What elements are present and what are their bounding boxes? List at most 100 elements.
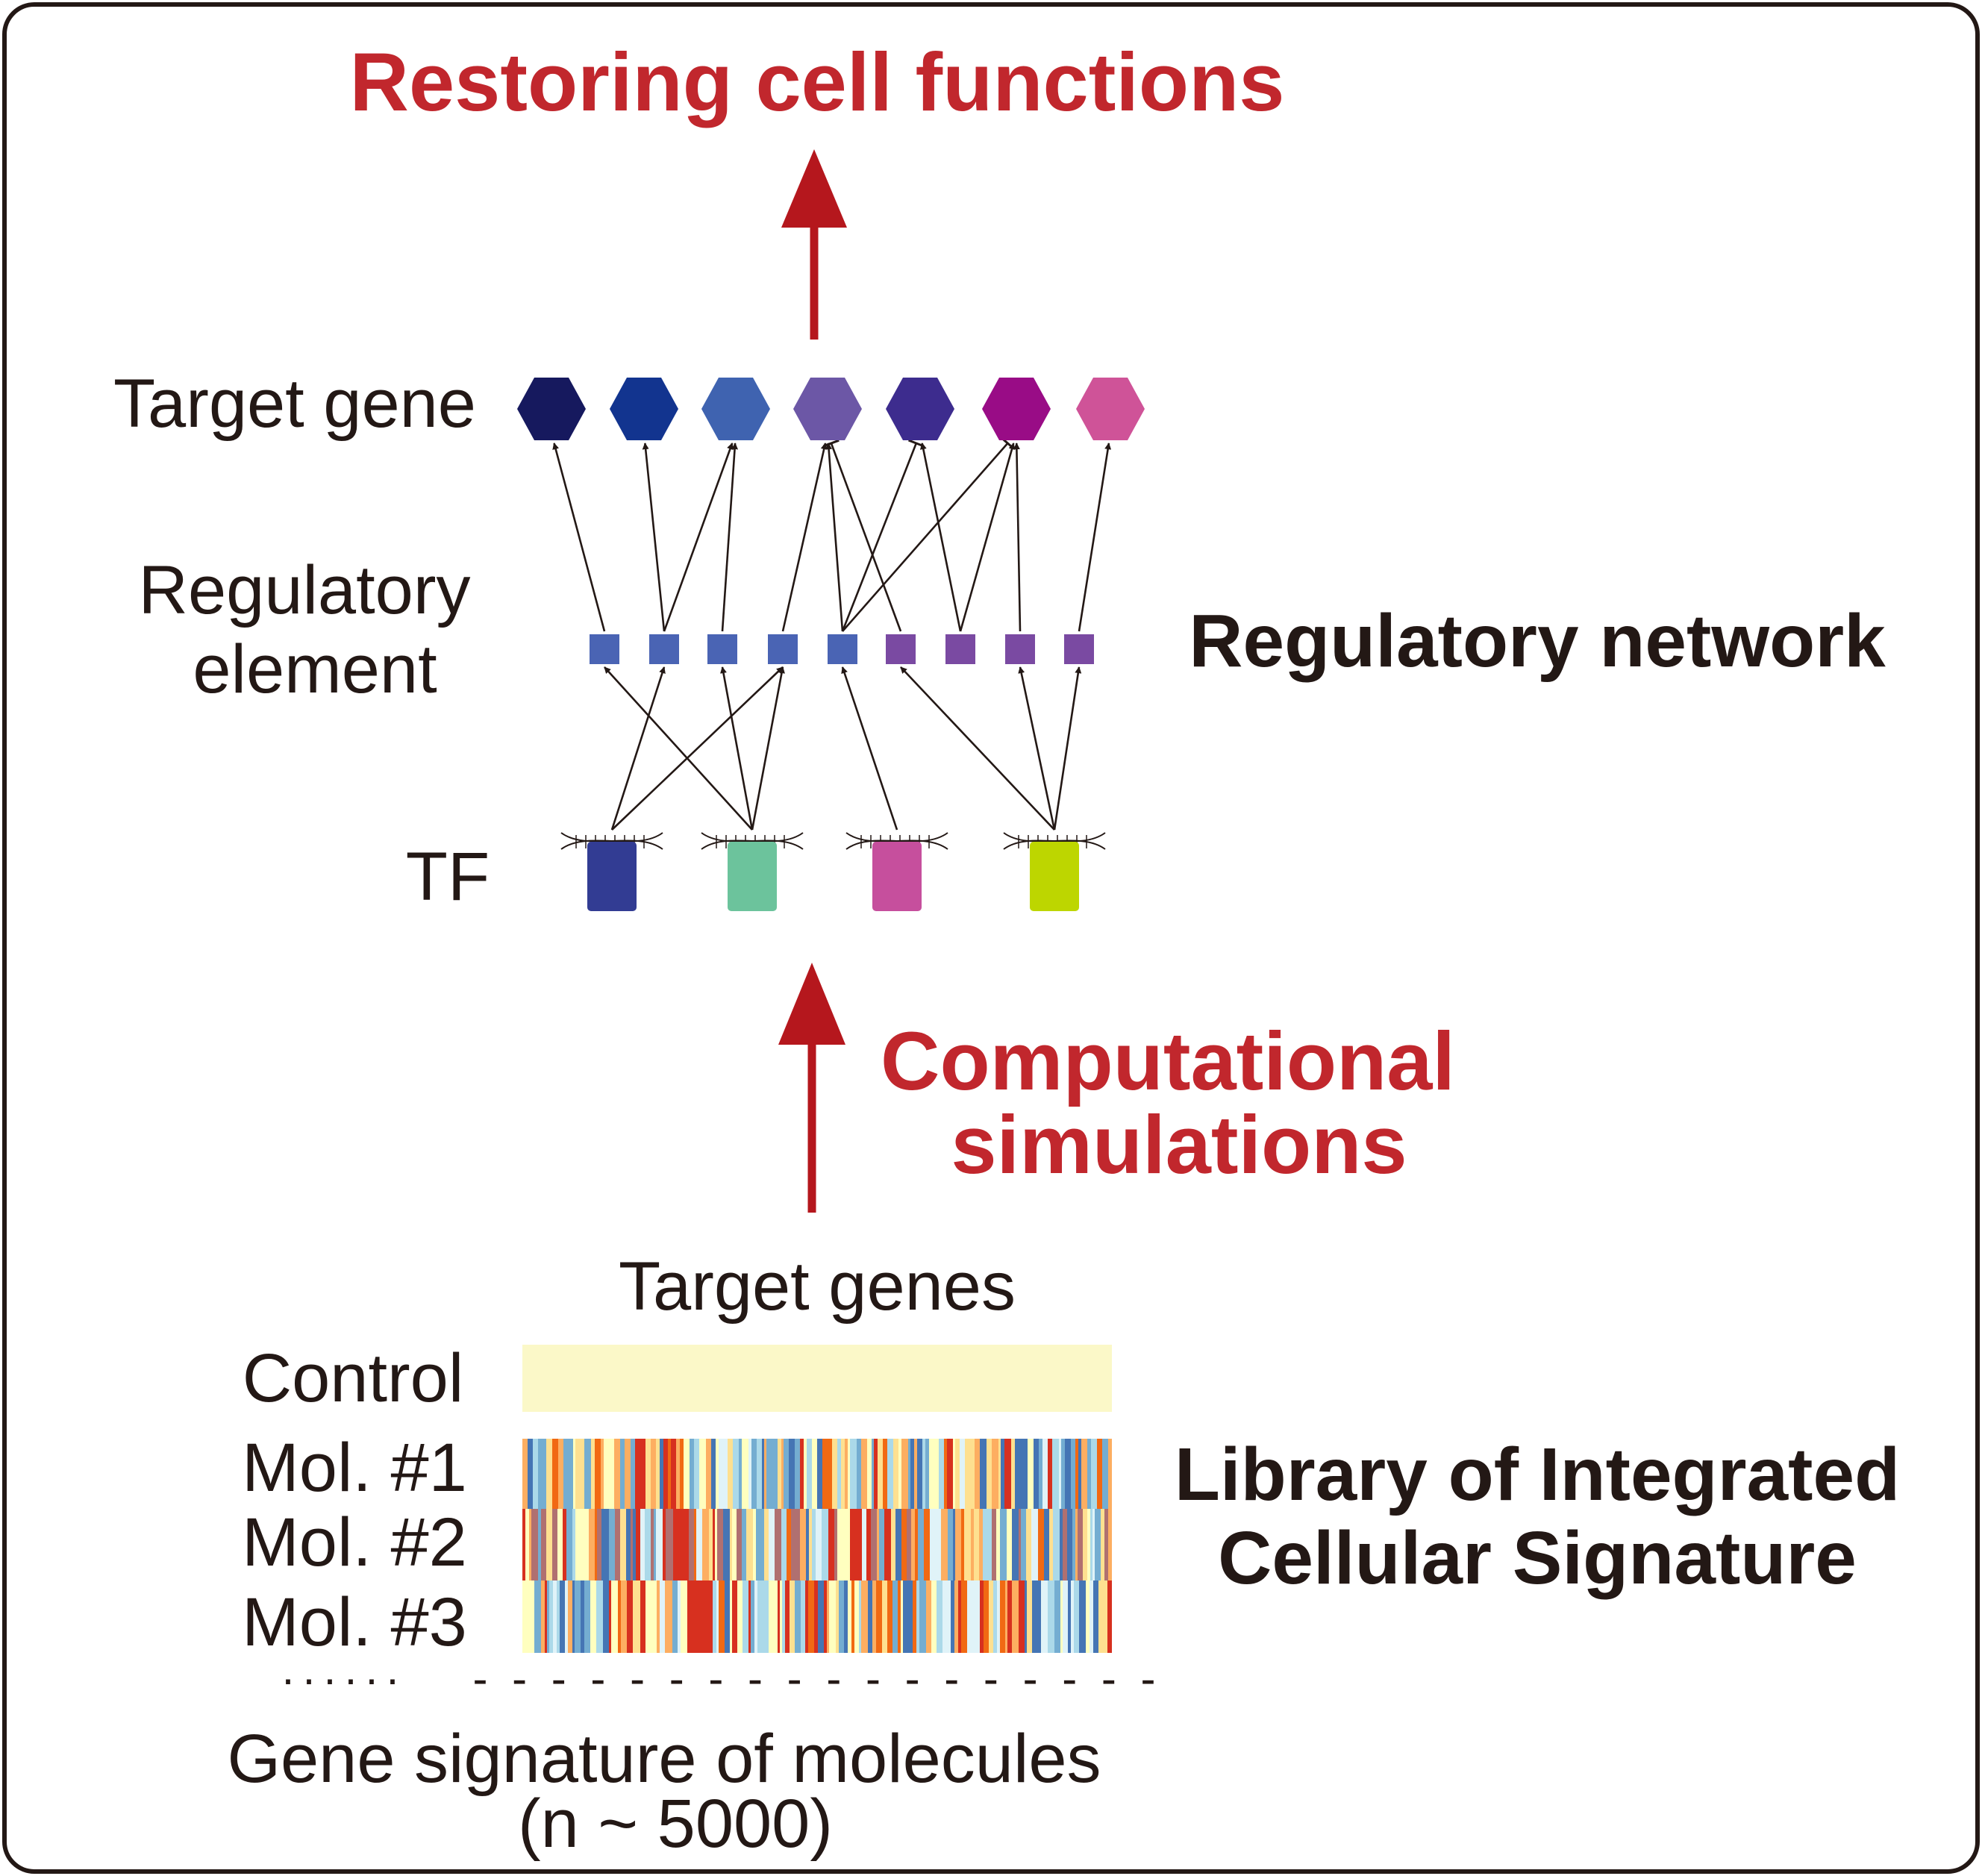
heatmap-stripe [763, 1580, 769, 1653]
heatmap-stripe [911, 1509, 915, 1580]
heatmap-stripe [635, 1439, 640, 1509]
heatmap-stripe [953, 1509, 955, 1580]
heatmap-stripe [1075, 1509, 1078, 1580]
heatmap-stripe [934, 1509, 941, 1580]
heatmap-stripe [800, 1439, 804, 1509]
heatmap-stripe [631, 1439, 635, 1509]
heatmap-stripe [1104, 1509, 1108, 1580]
heatmap-stripe [848, 1580, 851, 1653]
heatmap-stripe [775, 1439, 778, 1509]
heatmap-stripe [1090, 1509, 1092, 1580]
heatmap-stripe [573, 1439, 575, 1509]
heatmap-stripe [1021, 1509, 1026, 1580]
heatmap-stripe [1005, 1580, 1007, 1653]
heatmap-stripe [862, 1509, 866, 1580]
heatmap-stripe [867, 1439, 872, 1509]
heatmap-stripe [916, 1580, 919, 1653]
library-label-line1: Library of Integrated [1175, 1433, 1900, 1516]
heatmap-stripe [1034, 1439, 1039, 1509]
heatmap-stripe [1039, 1439, 1042, 1509]
heatmap-stripe [742, 1439, 748, 1509]
heatmap-stripe [850, 1439, 857, 1509]
heatmap-stripe [558, 1439, 563, 1509]
heatmap-stripe [919, 1580, 926, 1653]
heatmap-stripe [723, 1509, 726, 1580]
activation-edge [841, 666, 898, 831]
heatmap-stripe [790, 1580, 795, 1653]
heatmap-stripe [1071, 1580, 1074, 1653]
heatmap-stripe [595, 1509, 597, 1580]
heatmap-stripe [1087, 1439, 1091, 1509]
heatmap-stripe [1101, 1509, 1104, 1580]
heatmap-stripe [682, 1509, 689, 1580]
heatmap-stripe [680, 1439, 684, 1509]
heatmap-stripe [1022, 1439, 1028, 1509]
heatmap-stripe [945, 1580, 951, 1653]
heatmap-stripe [951, 1580, 954, 1653]
target-gene-hexagon [1076, 378, 1145, 440]
inhibition-edge [830, 443, 902, 632]
regulatory-network-label: Regulatory network [1189, 599, 1886, 683]
heatmap-stripe [903, 1580, 907, 1653]
heatmap-stripe [689, 1509, 694, 1580]
heatmap-stripe [828, 1439, 832, 1509]
heatmap-stripe [687, 1580, 692, 1653]
heatmap-stripe [812, 1509, 816, 1580]
heatmap-stripe [837, 1439, 841, 1509]
heatmap-stripe [694, 1509, 696, 1580]
heatmap-stripe [913, 1580, 916, 1653]
heatmap-stripe [640, 1439, 645, 1509]
heatmap-stripe [824, 1580, 827, 1653]
heatmap-stripe [918, 1509, 924, 1580]
heatmap-stripe [753, 1509, 756, 1580]
heatmap-stripe [887, 1439, 893, 1509]
heatmap-stripe [611, 1580, 616, 1653]
heatmap-stripe [854, 1580, 859, 1653]
heatmap-stripe [1065, 1439, 1071, 1509]
activation-edge [721, 443, 739, 632]
heatmap-stripe [1063, 1509, 1067, 1580]
heatmap-stripe [719, 1439, 725, 1509]
heatmap-stripe [855, 1509, 858, 1580]
heatmap-stripe [791, 1509, 794, 1580]
heatmap-stripe [531, 1509, 538, 1580]
activation-edge [1013, 443, 1022, 632]
heatmap-stripe [1060, 1580, 1063, 1653]
activation-edge [663, 443, 734, 632]
row-label-mol-1: Mol. #1 [242, 1430, 467, 1506]
heatmap-stripe [800, 1509, 806, 1580]
heatmap-stripe [879, 1509, 884, 1580]
heatmap-stripe [1083, 1509, 1087, 1580]
heatmap-stripe [804, 1439, 807, 1509]
activation-edge [610, 666, 666, 831]
heatmap-stripe [703, 1580, 706, 1653]
heatmap-stripe [829, 1580, 836, 1653]
heatmap-stripe [1075, 1439, 1078, 1509]
heatmap-stripe [678, 1580, 681, 1653]
heatmap-stripe [609, 1580, 611, 1653]
heatmap-stripe [757, 1580, 763, 1653]
heatmap-stripe [663, 1509, 666, 1580]
heatmap-stripe [980, 1580, 984, 1653]
heatmap-stripe [626, 1509, 631, 1580]
heatmap-stripe [651, 1509, 654, 1580]
heatmap-stripe [841, 1439, 845, 1509]
regulatory-elements [590, 634, 1094, 664]
heatmap-stripe [961, 1580, 967, 1653]
heatmap-stripe [784, 1439, 789, 1509]
heatmap-stripe [871, 1509, 873, 1580]
heatmap-stripe [625, 1439, 631, 1509]
heatmap-stripe [528, 1580, 534, 1653]
heatmap-stripe [1071, 1439, 1075, 1509]
target-genes [517, 378, 1145, 440]
network-edges [552, 437, 1112, 831]
heatmap-stripe [839, 1580, 844, 1653]
target-gene-hexagon [886, 378, 954, 440]
heatmap-stripe [764, 1439, 766, 1509]
heatmap-stripe [971, 1509, 974, 1580]
heatmap-stripe [848, 1439, 850, 1509]
heatmap-stripe [694, 1439, 699, 1509]
heatmap-stripe [522, 1580, 528, 1653]
heatmap-stripe [584, 1509, 589, 1580]
heatmap-stripe [953, 1439, 955, 1509]
